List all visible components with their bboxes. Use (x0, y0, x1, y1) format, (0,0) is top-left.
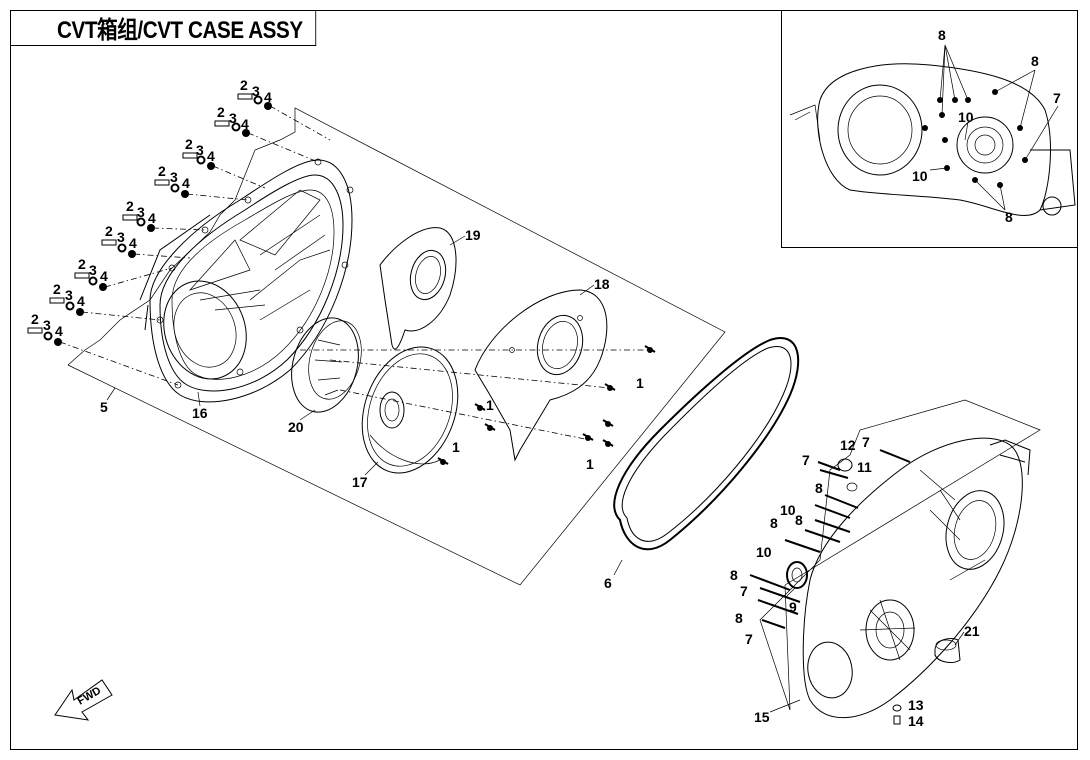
label-15: 15 (754, 709, 770, 725)
bolt-set (237, 93, 331, 141)
cover-plate-17 (361, 346, 459, 474)
guide-plate-18 (474, 289, 608, 462)
label-3: 3 (137, 204, 145, 220)
label-4: 4 (55, 323, 63, 339)
fan-part-20 (291, 317, 362, 413)
bolt-set (122, 214, 206, 232)
bushing-part-21 (934, 637, 961, 663)
fwd-label: FWD (76, 685, 104, 708)
bolt-set (49, 297, 161, 321)
screws-part-1 (300, 345, 656, 465)
inset-case-detail (789, 44, 1076, 216)
shield-part-19 (379, 227, 457, 350)
label-3: 3 (65, 287, 73, 303)
label-4: 4 (241, 116, 249, 132)
diagram-title: CVT箱组/CVT CASE ASSY (57, 17, 303, 44)
label-1: 1 (586, 456, 594, 472)
label-7: 7 (740, 583, 748, 599)
label-6: 6 (604, 575, 612, 591)
label-3: 3 (170, 169, 178, 185)
label-2: 2 (240, 77, 248, 93)
label-4: 4 (264, 89, 272, 105)
label-11: 11 (857, 459, 872, 475)
label-10: 10 (958, 109, 974, 125)
bolt-set (154, 179, 249, 201)
label-4: 4 (207, 148, 215, 164)
bolt-set (74, 267, 173, 291)
label-2: 2 (105, 223, 113, 239)
breather-part-11-12 (837, 458, 858, 492)
label-2: 2 (78, 256, 86, 272)
label-12: 12 (840, 437, 856, 453)
case-bolts (749, 449, 911, 629)
label-7: 7 (745, 631, 753, 647)
label-21: 21 (964, 623, 980, 639)
label-2: 2 (217, 104, 225, 120)
label-10: 10 (756, 544, 772, 560)
label-7: 7 (862, 434, 870, 450)
inset-detail-frame (781, 10, 1078, 248)
label-8: 8 (1031, 53, 1039, 69)
label-18: 18 (594, 276, 610, 292)
bolt-set (214, 120, 319, 163)
label-4: 4 (77, 293, 85, 309)
bolt-set (182, 152, 266, 189)
label-13: 13 (908, 697, 924, 713)
label-3: 3 (229, 110, 237, 126)
fwd-arrow-icon: FWD (54, 679, 113, 721)
drain-bolt-13-14 (892, 704, 902, 725)
label-4: 4 (100, 268, 108, 284)
label-10: 10 (912, 168, 928, 184)
label-2: 2 (53, 281, 61, 297)
label-19: 19 (465, 227, 481, 243)
title-box: CVT箱组/CVT CASE ASSY (10, 10, 317, 46)
label-3: 3 (196, 142, 204, 158)
bolt-set (101, 239, 191, 259)
label-3: 3 (89, 262, 97, 278)
label-1: 1 (486, 397, 494, 413)
label-8: 8 (735, 610, 743, 626)
label-8: 8 (1005, 209, 1013, 225)
label-2: 2 (185, 136, 193, 152)
label-1: 1 (452, 439, 460, 455)
part-labels: 2 3 4 2 3 4 2 3 4 2 3 4 2 3 4 2 3 4 2 3 … (31, 27, 1061, 729)
seal-part-9 (786, 561, 808, 589)
bolt-set (27, 327, 179, 386)
label-4: 4 (129, 235, 137, 251)
label-8: 8 (815, 480, 823, 496)
label-2: 2 (158, 163, 166, 179)
label-7: 7 (802, 452, 810, 468)
inner-cvt-case-15 (759, 399, 1041, 719)
bolt-washer-sets (27, 93, 331, 386)
label-5: 5 (100, 399, 108, 415)
label-17: 17 (352, 474, 368, 490)
outer-cvt-cover-16 (139, 158, 354, 403)
leader-lines (106, 235, 965, 713)
label-10: 10 (780, 502, 796, 518)
label-3: 3 (117, 229, 125, 245)
label-4: 4 (148, 210, 156, 226)
drawing-frame (10, 10, 1078, 750)
label-16: 16 (192, 405, 208, 421)
label-20: 20 (288, 419, 304, 435)
label-8: 8 (730, 567, 738, 583)
label-8: 8 (770, 515, 778, 531)
label-2: 2 (126, 198, 134, 214)
label-2: 2 (31, 311, 39, 327)
label-3: 3 (252, 83, 260, 99)
label-14: 14 (908, 713, 924, 729)
label-8: 8 (795, 512, 803, 528)
label-1: 1 (636, 375, 644, 391)
label-8: 8 (938, 27, 946, 43)
label-3: 3 (43, 317, 51, 333)
label-4: 4 (182, 175, 190, 191)
label-9: 9 (789, 599, 797, 615)
gasket-part-6 (613, 337, 800, 551)
label-7: 7 (1053, 90, 1061, 106)
